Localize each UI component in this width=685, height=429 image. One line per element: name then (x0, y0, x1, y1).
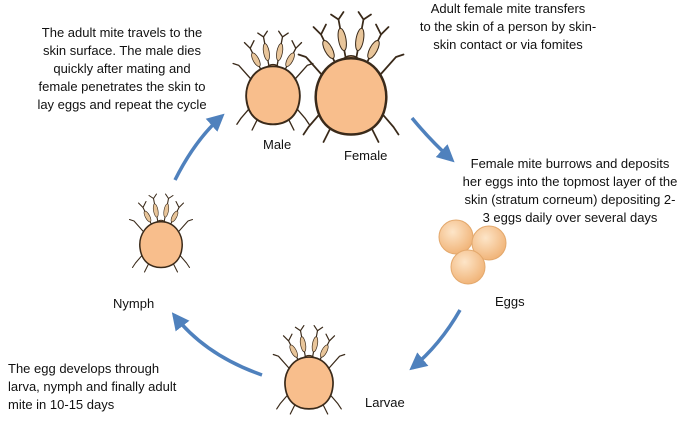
arrow-nymph-to-adult (173, 113, 225, 181)
label-eggs: Eggs (495, 294, 525, 309)
label-female: Female (344, 148, 388, 163)
arrow-adult-to-host (410, 116, 455, 163)
male-mite-icon (232, 30, 314, 131)
label-larvae: Larvae (365, 395, 405, 410)
arrow-larvae-to-nymph (171, 312, 263, 377)
arrow-eggs-to-larvae (409, 309, 462, 371)
adult-travel-text: The adult mite travels to the skin surfa… (37, 25, 207, 112)
nymph-mite-icon (128, 193, 194, 273)
transfer-text: Adult female mite transfers to the skin … (419, 1, 597, 52)
burrow-text: Female mite burrows and deposits her egg… (462, 156, 678, 225)
larva-mite-icon (272, 324, 346, 415)
label-male: Male (263, 137, 292, 152)
label-nymph: Nymph (113, 296, 155, 311)
eggs-icon (438, 219, 507, 285)
develop-text: The egg develops through larva, nymph an… (8, 361, 177, 412)
female-mite-icon (297, 10, 405, 144)
